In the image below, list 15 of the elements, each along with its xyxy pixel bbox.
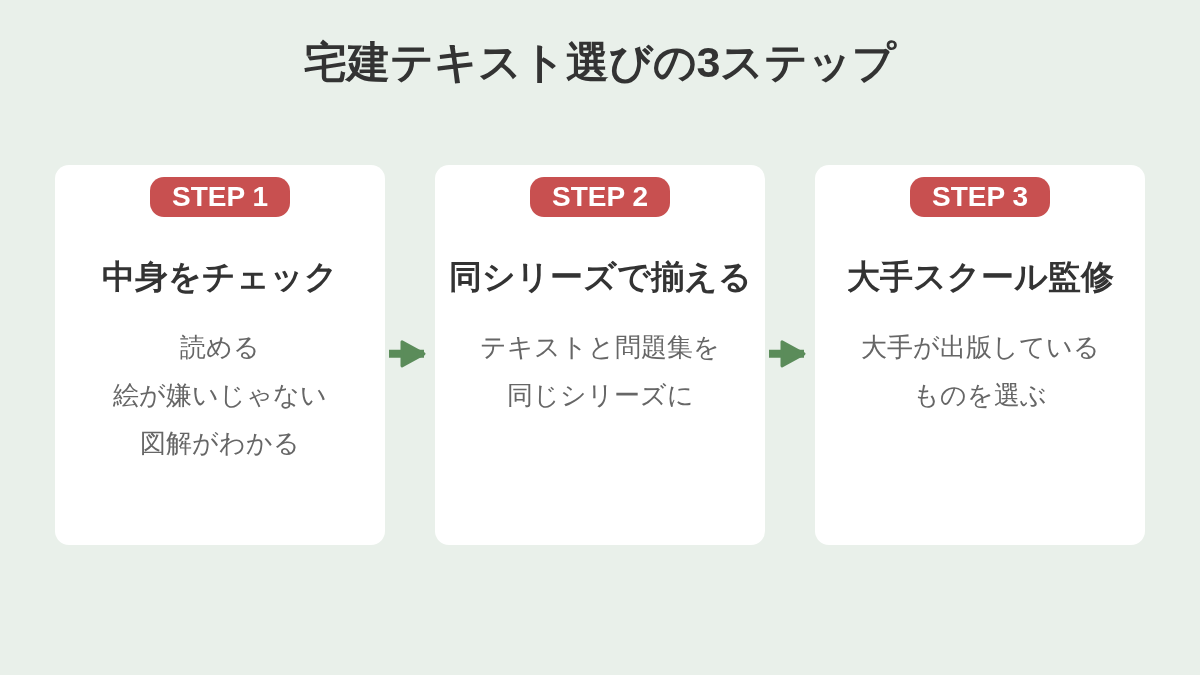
step-card	[815, 165, 1145, 545]
step-description: 絵が嫌いじゃない	[113, 379, 327, 412]
step-badge: STEP 2	[530, 177, 670, 217]
page-title: 宅建テキスト選びの3ステップ	[303, 37, 897, 88]
step-description: テキストと問題集を同じシリーズに	[479, 331, 721, 412]
step-heading: 中身をチェック	[102, 257, 338, 297]
step-heading: 大手スクール監修	[846, 257, 1114, 297]
step-badge: STEP 1	[150, 177, 290, 217]
step-card	[55, 165, 385, 545]
step-description: 読める	[180, 331, 260, 364]
step-heading: 同シリーズで揃える	[448, 257, 752, 297]
step-description: 図解がわかる	[140, 427, 300, 460]
step-description: 大手が出版しているものを選ぶ	[859, 331, 1101, 412]
step-badge: STEP 3	[910, 177, 1050, 217]
step-card	[435, 165, 765, 545]
